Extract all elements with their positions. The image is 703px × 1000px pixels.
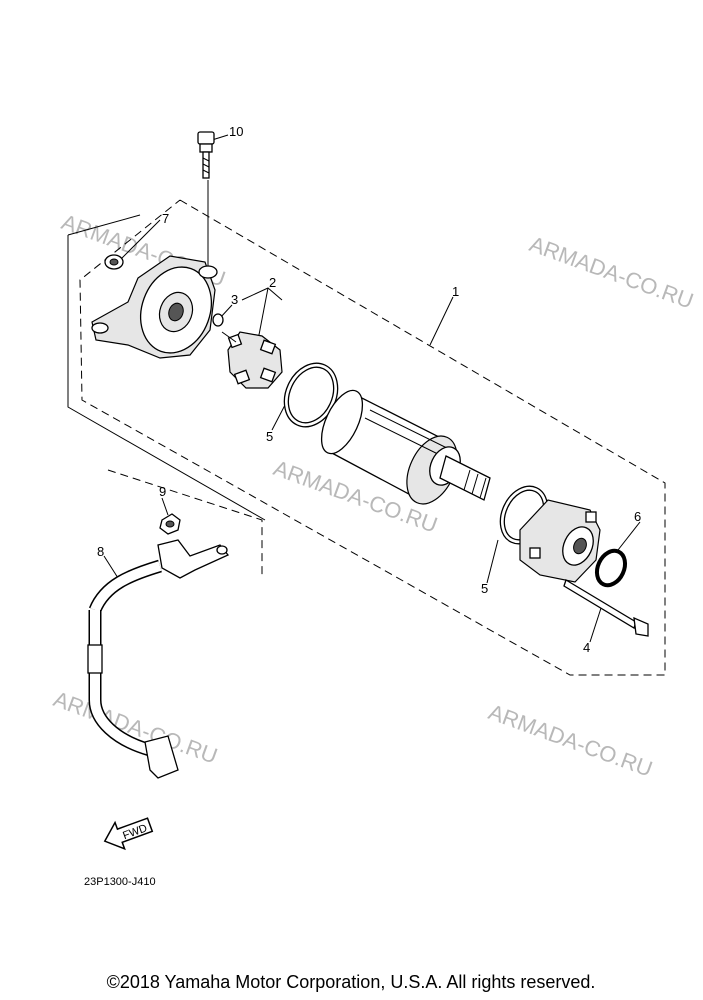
o-ring-6 — [594, 548, 628, 588]
callout-8: 8 — [97, 544, 104, 559]
callout-10: 10 — [229, 124, 243, 139]
callout-2: 2 — [269, 275, 276, 290]
brush-holder-2 — [221, 331, 283, 389]
fwd-label: FWD — [121, 822, 149, 842]
gasket-5-left — [283, 362, 339, 428]
watermark: ARMADA-CO.RU — [526, 231, 697, 313]
assembly-outline — [67, 199, 666, 676]
watermark: ARMADA-CO.RU — [485, 699, 656, 781]
through-bolt-4 — [563, 579, 649, 637]
leader-lines — [103, 134, 641, 643]
callout-7: 7 — [162, 211, 169, 226]
callout-9: 9 — [159, 484, 166, 499]
starter-motor — [320, 389, 491, 505]
nut-9 — [159, 513, 181, 535]
callouts: 10 7 2 3 1 5 9 6 8 5 4 — [97, 124, 641, 655]
diagram-code: 23P1300-J410 — [84, 876, 156, 888]
callout-6: 6 — [634, 509, 641, 524]
callout-5-left: 5 — [266, 429, 273, 444]
o-ring-3 — [212, 313, 224, 327]
rear-cover — [519, 499, 601, 583]
callout-4: 4 — [583, 640, 590, 655]
callout-5-right: 5 — [481, 581, 488, 596]
nut-7 — [104, 254, 124, 270]
front-cover — [91, 255, 218, 359]
watermark: ARMADA-CO.RU — [50, 686, 221, 768]
fwd-arrow-icon: FWD — [103, 817, 154, 851]
callout-3: 3 — [231, 292, 238, 307]
bolt-10 — [197, 131, 215, 179]
starter-cable-8 — [87, 539, 230, 779]
callout-1: 1 — [452, 284, 459, 299]
copyright-notice: ©2018 Yamaha Motor Corporation, U.S.A. A… — [107, 972, 596, 992]
